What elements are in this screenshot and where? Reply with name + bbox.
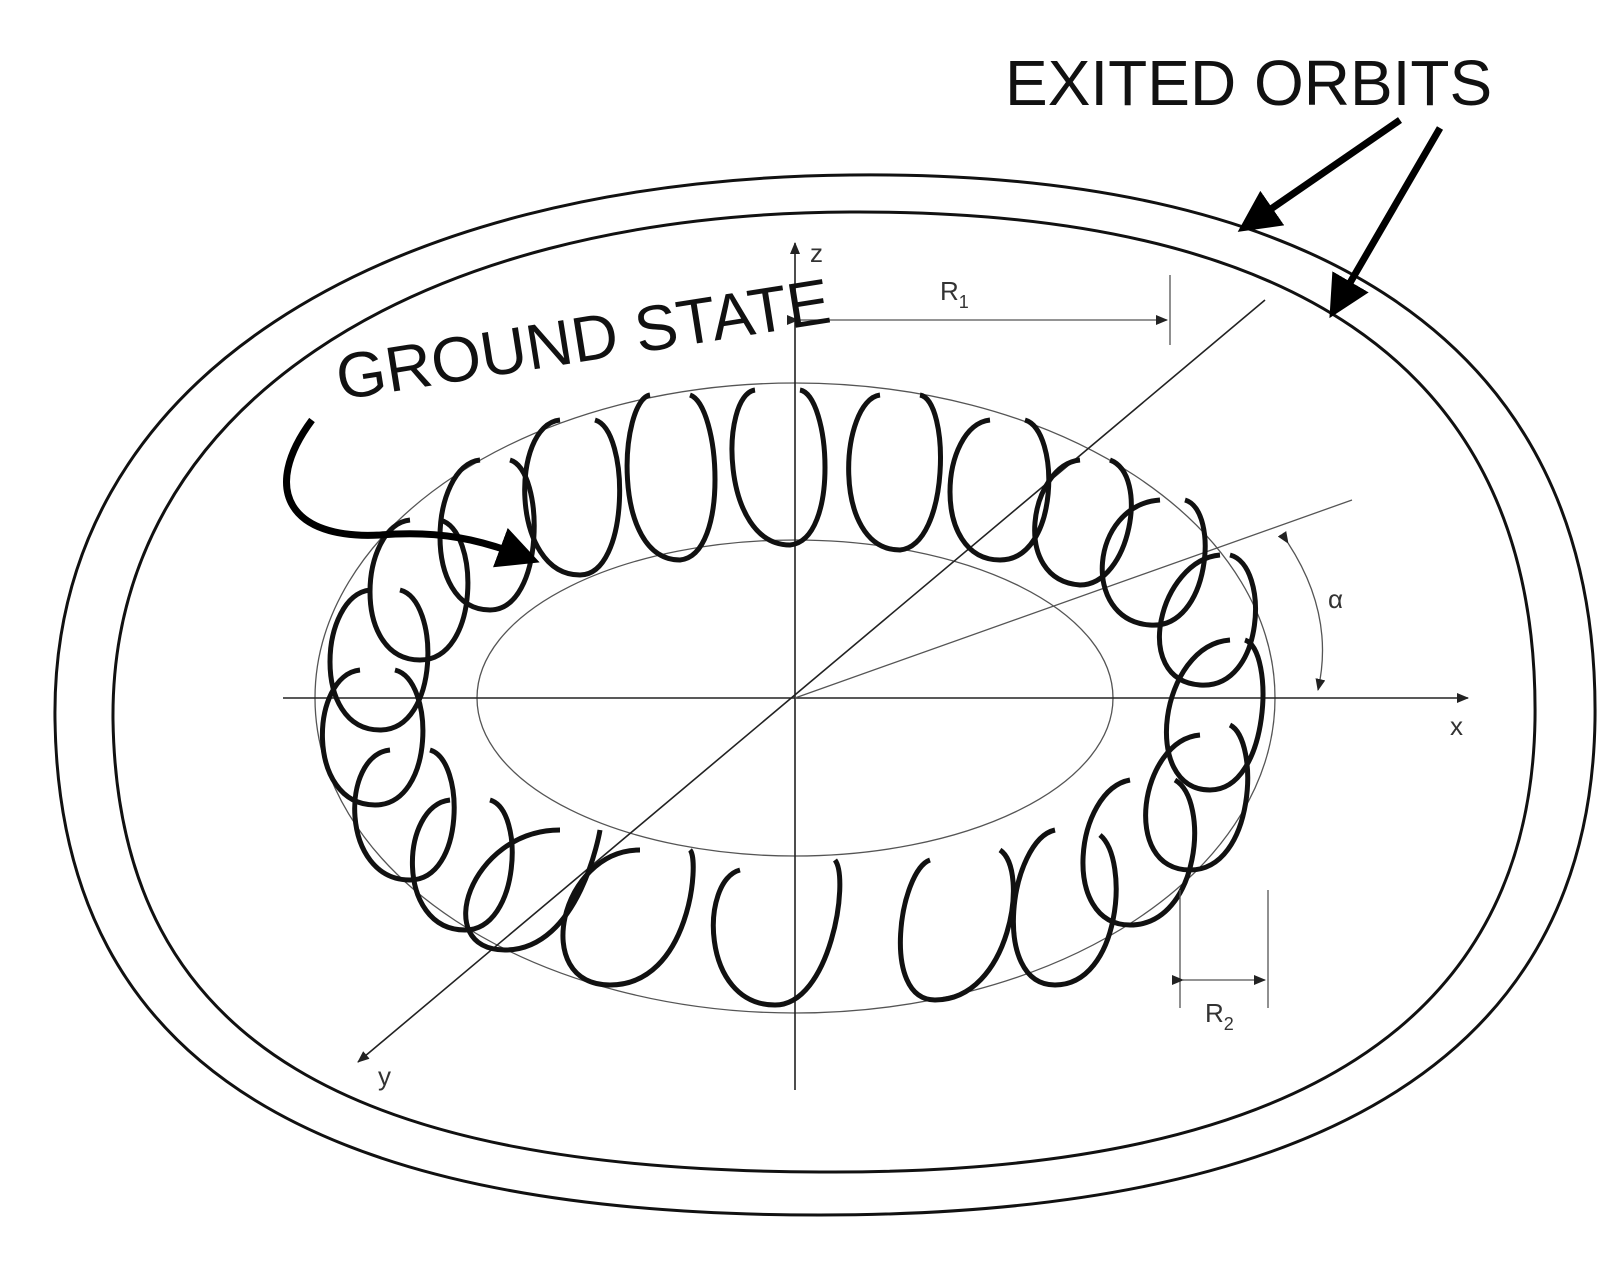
alpha-angle-arc: [1277, 531, 1326, 691]
x-axis-label: x: [1450, 711, 1463, 741]
ground-state-title: GROUND STATE: [331, 265, 835, 414]
excited-orbits-arrow-1: [1237, 117, 1402, 232]
radius-line-alpha: [794, 499, 1353, 699]
y-axis-label: y: [378, 1061, 391, 1091]
ground-state-arrow: [283, 417, 540, 568]
excited-orbits-title: EXITED ORBITS: [1005, 47, 1492, 119]
ground-state-orbit-coil: [320, 387, 1266, 1008]
alpha-label: α: [1328, 584, 1343, 614]
excited-orbit-inner: [111, 210, 1537, 1174]
y-axis: [357, 299, 1266, 1063]
r2-label: R2: [1205, 998, 1234, 1034]
r1-label: R1: [940, 276, 969, 312]
excited-orbits-arrow-2: [1329, 126, 1444, 319]
z-axis-label: z: [810, 238, 823, 268]
excited-orbit-outer: [53, 173, 1597, 1217]
